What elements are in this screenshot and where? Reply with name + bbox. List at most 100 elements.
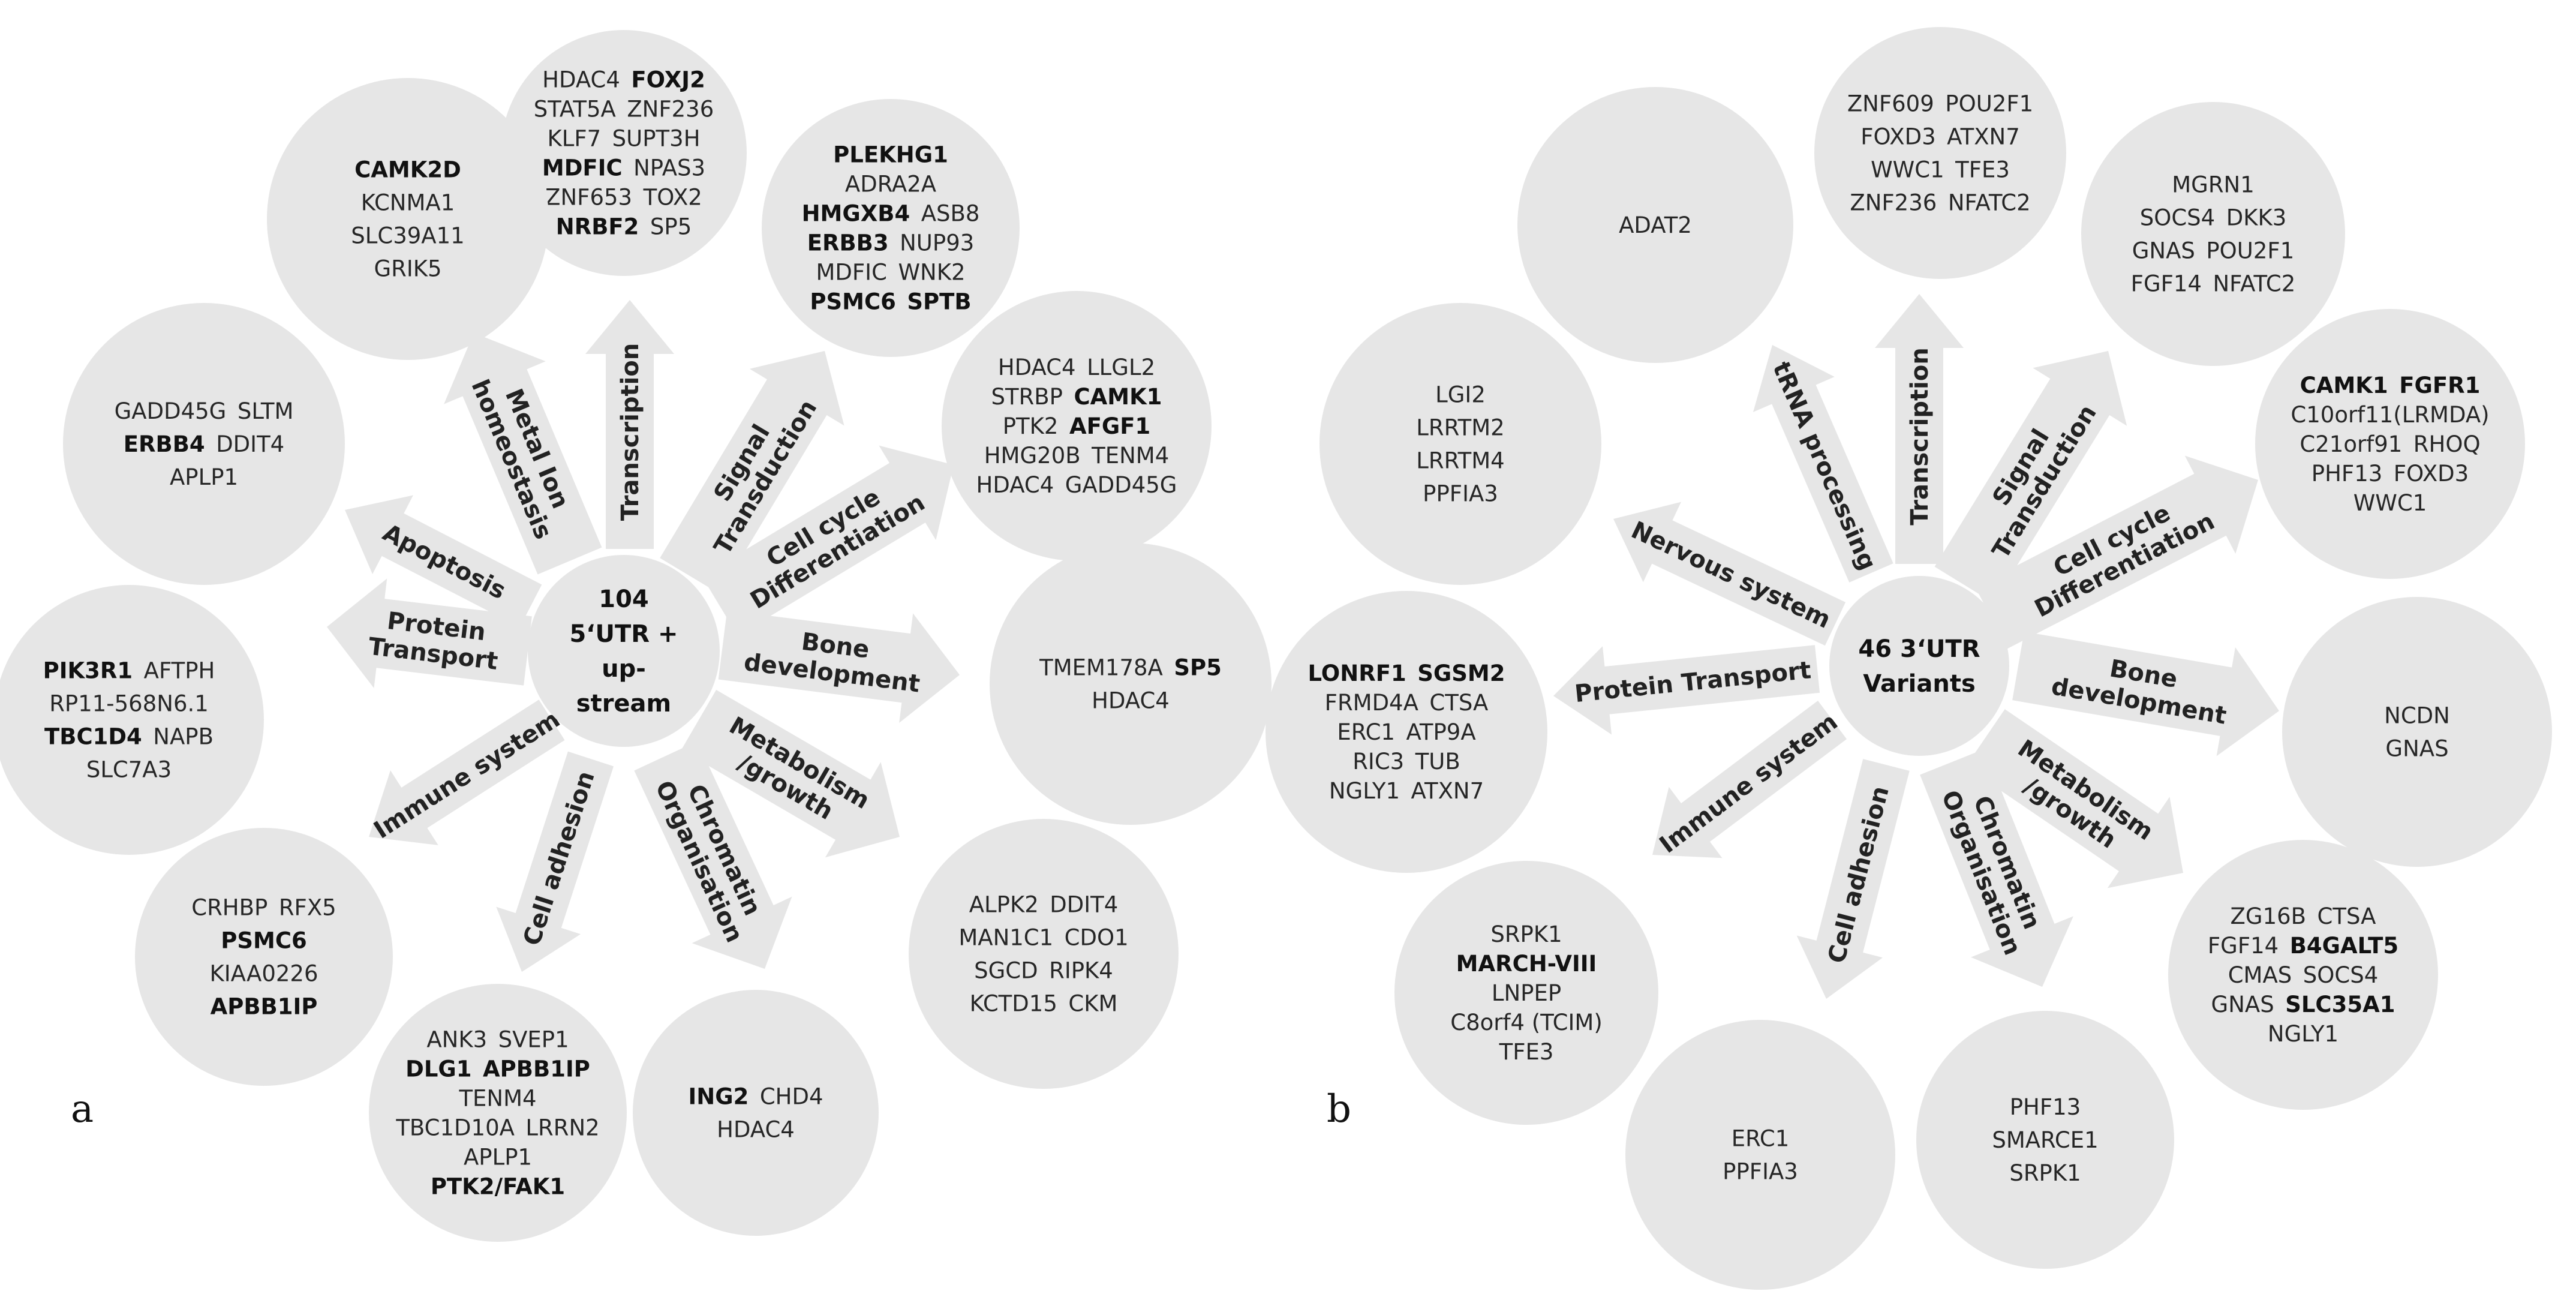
hub-text: stream — [576, 690, 671, 717]
cluster-circle — [0, 585, 264, 855]
gene-name: STRBP — [991, 384, 1063, 410]
b-arrow-nervous: Nervous system — [1613, 502, 1846, 646]
arrow-label: Transcription — [1906, 347, 1934, 525]
gene-line: ADRA2A — [845, 172, 936, 197]
gene-name: CKM — [1057, 991, 1118, 1017]
gene-name: POU2F1 — [2195, 238, 2294, 264]
gene-name: PTK2/FAK1 — [431, 1174, 565, 1200]
gene-name: KIAA0226 — [210, 961, 318, 987]
gene-line: HDAC4 LLGL2 — [998, 355, 1155, 380]
gene-name: SVEP1 — [487, 1027, 569, 1053]
gene-line: C10orf11(LRMDA) — [2291, 402, 2489, 428]
gene-name: TOX2 — [632, 185, 702, 211]
arrow-label: Immune system — [369, 705, 564, 845]
gene-line: PTK2 AFGF1 — [1003, 413, 1151, 439]
gene-name: CRHBP — [191, 895, 267, 921]
cluster-circle — [1319, 303, 1601, 585]
gene-line: PLEKHG1 — [833, 142, 948, 168]
gene-name: SRPK1 — [2009, 1160, 2081, 1186]
gene-name: SGCD — [974, 958, 1038, 984]
gene-cluster-b-trna: ADAT2 — [1517, 87, 1793, 363]
arrow-label: tRNA processing — [1767, 358, 1881, 574]
gene-name: PPFIA3 — [1423, 481, 1498, 507]
cluster-circle — [1916, 1011, 2174, 1269]
cluster-circle — [2282, 597, 2552, 867]
hub-text: up- — [602, 655, 646, 683]
gene-name: SLC7A3 — [86, 757, 172, 783]
gene-name: CDO1 — [1053, 925, 1129, 951]
arrow-shape — [368, 699, 565, 845]
gene-name: CHD4 — [749, 1084, 823, 1110]
gene-line: PIK3R1 AFTPH — [43, 658, 215, 684]
gene-name: NCDN — [2384, 703, 2450, 729]
gene-name: HDAC4 — [542, 67, 620, 93]
gene-name: KCTD15 — [970, 991, 1057, 1017]
gene-line: GNAS — [2385, 736, 2448, 762]
gene-name: CTSA — [2306, 903, 2376, 929]
hub-text: 104 — [599, 586, 649, 613]
gene-line: HDAC4 — [1092, 688, 1170, 714]
gene-name: HDAC4 — [998, 355, 1076, 380]
gene-name: ERC1 — [1732, 1126, 1790, 1152]
arrow-shape — [1934, 351, 2127, 604]
gene-name: MDFIC — [816, 260, 886, 286]
gene-name: LNPEP — [1492, 980, 1561, 1006]
gene-name: CTSA — [1418, 690, 1488, 716]
hub-text: Variants — [1863, 670, 1976, 698]
gene-name: ERBB3 — [807, 230, 889, 256]
gene-line: HDAC4 FOXJ2 — [542, 67, 705, 93]
arrow-shape — [681, 689, 900, 858]
hub-circle — [528, 555, 720, 747]
arrow-label-line: Transcription — [617, 343, 644, 521]
gene-name: RIC3 — [1352, 749, 1404, 774]
gene-name: KCNMA1 — [361, 190, 455, 216]
arrow-shape — [1652, 701, 1847, 858]
gene-name: C8orf4 (TCIM) — [1450, 1010, 1603, 1035]
gene-name: ATXN7 — [1400, 778, 1484, 804]
arrow-shape — [444, 332, 602, 575]
cluster-circle — [2168, 840, 2438, 1110]
gene-name: MGRN1 — [2172, 172, 2255, 198]
arrow-shape — [660, 351, 844, 594]
b-arrow-adhesion: Cell adhesion — [1796, 759, 1910, 999]
gene-name: ZG16B — [2231, 903, 2306, 929]
gene-name: CAMK2D — [354, 157, 461, 183]
gene-name: TFE3 — [1944, 157, 2010, 183]
gene-name: GNAS — [2385, 736, 2448, 762]
arrow-shape — [1875, 294, 1964, 564]
gene-name: NGLY1 — [2268, 1021, 2338, 1047]
gene-name: HDAC4 — [717, 1117, 795, 1143]
gene-name: SP5 — [639, 214, 692, 240]
gene-line: HMGXB4 ASB8 — [802, 201, 980, 227]
gene-name: CAMK1 — [1063, 384, 1162, 410]
gene-line: TENM4 — [458, 1086, 536, 1112]
gene-name: FOXD3 — [1860, 124, 1935, 150]
gene-name: FOXD3 — [2382, 461, 2469, 487]
cluster-circle — [1814, 27, 2066, 279]
cluster-circle — [1517, 87, 1793, 363]
gene-line: PPFIA3 — [1723, 1159, 1798, 1185]
gene-name: AFGF1 — [1058, 413, 1150, 439]
gene-line: TBC1D10A LRRN2 — [395, 1115, 599, 1141]
gene-line: RP11-568N6.1 — [49, 691, 209, 717]
gene-line: CAMK1 FGFR1 — [2300, 373, 2481, 398]
gene-name: LGI2 — [1435, 382, 1486, 408]
arrow-label-line: Nervous system — [1627, 517, 1835, 634]
arrow-label-line: tRNA processing — [1767, 358, 1881, 574]
gene-name: APBB1IP — [472, 1056, 590, 1082]
a-arrow-transcription: Transcription — [585, 300, 674, 549]
gene-name: GADD45G — [115, 398, 227, 424]
gene-line: PSMC6 — [221, 928, 306, 954]
gene-line: GNAS SLC35A1 — [2211, 992, 2395, 1017]
gene-line: KCTD15 CKM — [970, 991, 1118, 1017]
gene-name: HMG20B — [984, 443, 1081, 469]
